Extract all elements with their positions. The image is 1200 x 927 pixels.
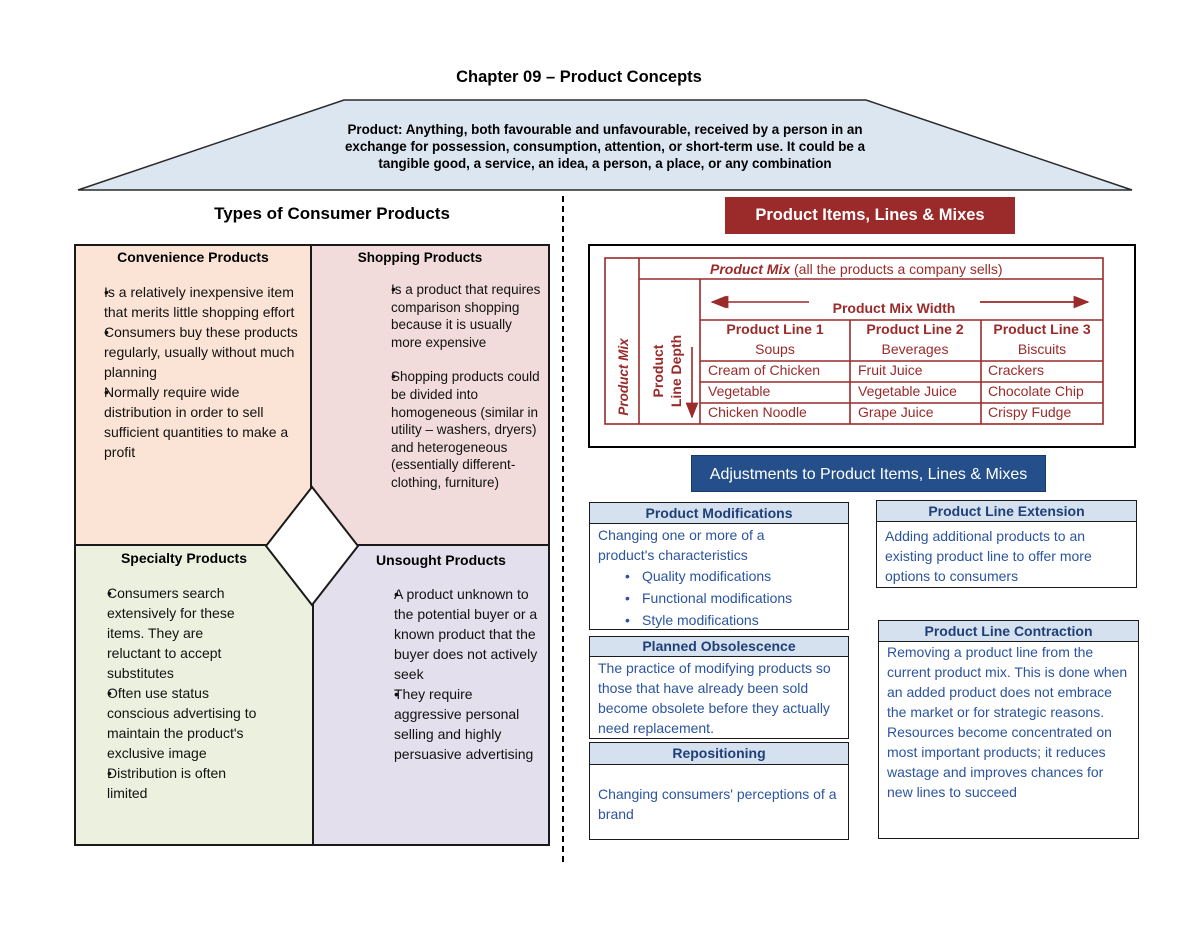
table-cell: Crispy Fudge — [988, 404, 1071, 420]
table-cell: Chicken Noodle — [708, 404, 807, 420]
list-item: Often use status conscious advertising t… — [107, 683, 260, 763]
table-cell: Vegetable — [708, 383, 770, 399]
definition-line: exchange for possession, consumption, at… — [344, 139, 866, 154]
product-line-extension-text: Adding additional products to an existin… — [885, 528, 1092, 584]
specialty-products-title: Specialty Products — [120, 550, 248, 566]
planned-obsolescence-title: Planned Obsolescence — [590, 637, 848, 657]
shopping-products-title: Shopping Products — [357, 250, 483, 265]
product-line-depth-label: Product — [650, 344, 666, 397]
repositioning-box: Repositioning Changing consumers' percep… — [589, 742, 849, 840]
table-cell: Chocolate Chip — [988, 383, 1084, 399]
definition-text: Product: Anything, both favourable and u… — [290, 121, 920, 172]
table-cell: Fruit Juice — [858, 362, 923, 378]
list-item: Quality modifications — [590, 565, 840, 587]
product-mix-frame — [588, 244, 1136, 448]
product-line-header: Product Line 2 — [866, 321, 963, 337]
convenience-products-panel: Convenience Products Is a relatively ine… — [74, 244, 312, 546]
modifications-list: Quality modifications Functional modific… — [590, 565, 840, 631]
planned-obsolescence-text: The practice of modifying products so th… — [598, 660, 831, 736]
repositioning-text: Changing consumers' perceptions of a bra… — [598, 786, 837, 822]
product-line-category: Soups — [755, 341, 795, 357]
table-cell: Cream of Chicken — [708, 362, 820, 378]
planned-obsolescence-box: Planned Obsolescence The practice of mod… — [589, 636, 849, 739]
product-line-category: Biscuits — [1018, 341, 1066, 357]
product-line-contraction-text: Removing a product line from the current… — [887, 644, 1128, 800]
list-item: Style modifications — [590, 609, 840, 631]
list-item: Shopping products could be divided into … — [391, 368, 542, 491]
consumer-products-heading: Types of Consumer Products — [214, 204, 450, 223]
shopping-products-list: Is a product that requires comparison sh… — [312, 281, 548, 492]
list-item: They require aggressive personal selling… — [394, 684, 538, 764]
product-line-header: Product Line 1 — [726, 321, 823, 337]
product-modifications-line: product's characteristics — [598, 547, 748, 563]
product-mix-table: Product Mix (all the products a company … — [604, 257, 1104, 425]
list-item: A product unknown to the potential buyer… — [394, 584, 538, 684]
list-item: Is a product that requires comparison sh… — [391, 281, 542, 351]
page-title: Chapter 09 – Product Concepts — [456, 68, 702, 86]
list-item: Is a relatively inexpensive item that me… — [104, 282, 306, 322]
list-item: Functional modifications — [590, 587, 840, 609]
convenience-products-title: Convenience Products — [117, 249, 269, 265]
definition-banner — [77, 99, 1133, 191]
repositioning-title: Repositioning — [590, 743, 848, 765]
list-item: Normally require wide distribution in or… — [104, 382, 306, 462]
table-cell: Vegetable Juice — [858, 383, 957, 399]
convenience-products-list: Is a relatively inexpensive item that me… — [76, 282, 310, 462]
table-cell: Crackers — [988, 362, 1044, 378]
product-items-lines-mixes-header: Product Items, Lines & Mixes — [725, 197, 1015, 234]
product-modifications-line: Changing one or more of a — [598, 527, 765, 543]
product-modifications-box: Product Modifications Changing one or mo… — [589, 502, 849, 631]
definition-line: tangible good, a service, an idea, a per… — [378, 156, 832, 171]
product-line-contraction-title: Product Line Contraction — [879, 621, 1138, 642]
definition-line: Product: Anything, both favourable and u… — [347, 122, 863, 137]
unsought-products-panel: Unsought Products A product unknown to t… — [312, 544, 550, 846]
product-line-header: Product Line 3 — [993, 321, 1090, 337]
product-modifications-title: Product Modifications — [590, 503, 848, 524]
list-item: Consumers buy these products regularly, … — [104, 322, 306, 382]
adjustments-header: Adjustments to Product Items, Lines & Mi… — [691, 455, 1046, 492]
shopping-products-panel: Shopping Products Is a product that requ… — [310, 244, 550, 546]
unsought-products-title: Unsought Products — [376, 552, 506, 568]
product-line-extension-box: Product Line Extension Adding additional… — [876, 500, 1137, 588]
list-item: Consumers search extensively for these i… — [107, 583, 260, 683]
list-item: Distribution is often limited — [107, 763, 260, 803]
product-line-depth-label: Line Depth — [668, 335, 684, 407]
specialty-products-panel: Specialty Products Consumers search exte… — [74, 544, 314, 846]
product-mix-width-label: Product Mix Width — [833, 300, 956, 316]
product-mix-side-label: Product Mix — [616, 338, 631, 416]
product-mix-caption: Product Mix (all the products a company … — [710, 261, 1003, 277]
product-line-contraction-box: Product Line Contraction Removing a prod… — [878, 620, 1139, 839]
diamond-shape — [264, 485, 360, 607]
column-divider — [562, 196, 564, 862]
product-line-extension-title: Product Line Extension — [877, 501, 1136, 522]
table-cell: Grape Juice — [858, 404, 934, 420]
product-modifications-body: Changing one or more of a product's char… — [590, 524, 848, 631]
unsought-products-list: A product unknown to the potential buyer… — [314, 584, 548, 764]
product-line-category: Beverages — [882, 341, 949, 357]
specialty-products-list: Consumers search extensively for these i… — [76, 583, 312, 803]
